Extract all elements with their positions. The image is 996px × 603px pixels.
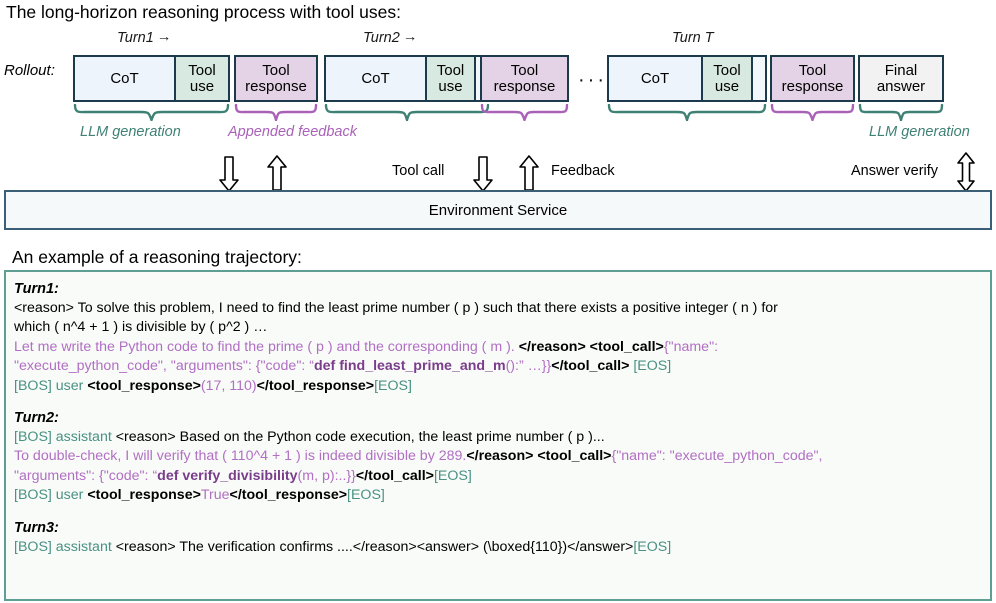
turn2-code-tail: (m, p):..}} [297, 467, 356, 484]
arrow-up-down-icon [956, 152, 976, 192]
turn2-code-fn-name: def verify_divisibility [157, 467, 298, 484]
arrow-label-answer-verify: Answer verify [851, 163, 939, 179]
arrow-up-icon-2 [518, 155, 540, 191]
page-title-process: The long-horizon reasoning process with … [6, 2, 401, 22]
turn1-json-open: {"name": [663, 338, 719, 355]
turn2-eos-token-1: [EOS] [433, 467, 472, 484]
turn1-reason-close-tag: </reason> <tool_call> [518, 338, 664, 355]
environment-service-bar: Environment Service [4, 190, 992, 230]
turn1-json-args: "execute_python_code", "arguments": {"co… [14, 358, 314, 375]
turn-label-2: Turn2→ [363, 29, 418, 46]
turn-label-1-text: Turn1 [117, 30, 154, 46]
spacer-1 [14, 396, 982, 408]
turn1-line-3: Let me write the Python code to find the… [14, 338, 982, 357]
sequence-box-generation-2: CoT Tool use [324, 55, 490, 102]
turn3-eos-token: [EOS] [633, 538, 672, 555]
turn3-bos-assistant-token: [BOS] assistant [14, 538, 116, 555]
cell-tool-response-1: Tool response [236, 57, 316, 100]
spacer-2 [14, 506, 982, 518]
turn1-heading: Turn1: [14, 281, 59, 297]
arrow-up-icon-1 [266, 155, 288, 191]
turn1-toolresponse-value: (17, 110) [200, 377, 257, 394]
turn2-toolresponse-open-tag: <tool_response> [87, 487, 201, 504]
turn1-line-1: <reason> To solve this problem, I need t… [14, 299, 982, 318]
turn3-answer-text: <reason> The verification confirms ....<… [115, 538, 634, 555]
turn-label-t-text: Turn T [672, 30, 714, 46]
sequence-box-tool-response-1: Tool response [234, 55, 318, 102]
turn1-eos-token-2: [EOS] [374, 377, 412, 394]
cell-tool-use-1: Tool use [174, 57, 228, 100]
turn2-json-open: {"name": "execute_python_code", [611, 448, 823, 465]
turn-label-1: Turn1→ [117, 29, 172, 46]
cell-final-answer: Final answer [860, 57, 942, 100]
brace-feedback-3 [770, 104, 855, 121]
turn1-code-tail: ():” …}} [505, 358, 552, 375]
turn1-line-4: "execute_python_code", "arguments": {"co… [14, 357, 982, 376]
turn1-bos-user-token: [BOS] user [14, 377, 88, 394]
turn2-reason-close-tag: </reason> <tool_call> [466, 448, 612, 465]
arrow-label-feedback: Feedback [551, 163, 615, 179]
turn2-line-2: To double-check, I will verify that ( 11… [14, 447, 982, 466]
turn1-reason-text-b: which ( n^4 + 1 ) is divisible by ( p^2 … [14, 319, 268, 336]
turn2-json-args: "arguments": {"code": “ [14, 467, 158, 484]
turn2-eos-token-2: [EOS] [347, 487, 385, 504]
cell-tool-response-2: Tool response [482, 57, 567, 100]
turn1-toolresponse-open-tag: <tool_response> [87, 377, 201, 394]
brace-label-llm-generation-right: LLM generation [869, 124, 970, 140]
cell-cot-1: CoT [75, 57, 174, 100]
arrow-down-icon-1 [218, 156, 240, 192]
turn1-line-2: which ( n^4 + 1 ) is divisible by ( p^2 … [14, 318, 982, 337]
sequence-box-tool-response-3: Tool response [770, 55, 855, 102]
turn2-heading: Turn2: [14, 410, 59, 427]
brace-feedback-1 [234, 104, 318, 121]
turn-label-2-text: Turn2 [363, 30, 400, 46]
turn-label-2-arrow-icon: → [402, 29, 418, 45]
sequence-box-generation-1: CoT Tool use [73, 55, 230, 102]
cell-tool-use-t: Tool use [701, 57, 751, 100]
turn1-line-5: [BOS] user <tool_response>(17, 110)</too… [14, 377, 982, 396]
turn-label-1-arrow-icon: → [156, 29, 172, 45]
rollout-label: Rollout: [4, 62, 55, 79]
turn1-purple-prose: Let me write the Python code to find the… [14, 338, 519, 355]
sequence-box-tool-response-2: Tool response [480, 55, 569, 102]
turn1-code-fn-name: def find_least_prime_and_m [313, 358, 506, 375]
brace-feedback-2 [480, 104, 569, 121]
brace-generation-t [607, 104, 767, 121]
turn2-toolcall-close-tag: </tool_call> [355, 467, 434, 484]
turn2-line-1: [BOS] assistant <reason> Based on the Py… [14, 428, 982, 447]
turn-label-t: Turn T [672, 30, 714, 46]
brace-final-answer [858, 104, 944, 121]
brace-generation-1 [73, 104, 230, 121]
turn2-line-3: "arguments": {"code": “def verify_divisi… [14, 467, 982, 486]
turn1-reason-text-a: <reason> To solve this problem, I need t… [14, 300, 778, 316]
trajectory-panel: Turn1: <reason> To solve this problem, I… [4, 270, 992, 601]
turn1-eos-token-1: [EOS] [633, 358, 672, 375]
turn2-line-4: [BOS] user <tool_response>True</tool_res… [14, 486, 982, 505]
page-title-example: An example of a reasoning trajectory: [12, 247, 302, 267]
environment-service-label: Environment Service [428, 201, 568, 219]
cell-cot-2: CoT [326, 57, 425, 100]
turn3-line-1: [BOS] assistant <reason> The verificatio… [14, 538, 982, 557]
turn2-purple-prose: To double-check, I will verify that ( 11… [14, 448, 467, 465]
cell-cot-t: CoT [609, 57, 701, 100]
turn1-toolresponse-close-tag: </tool_response> [256, 377, 375, 394]
turn1-toolcall-close-tag: </tool_call> [551, 358, 630, 375]
turn2-toolresponse-value: True [200, 487, 230, 504]
cell-tool-response-3: Tool response [772, 57, 853, 100]
turn2-bos-assistant-token: [BOS] assistant [14, 429, 116, 446]
cell-tail-t [751, 57, 765, 100]
turn3-heading: Turn3: [14, 519, 59, 536]
brace-generation-2 [324, 104, 490, 121]
ellipsis-icon: ··· [578, 69, 607, 91]
sequence-box-final-answer: Final answer [858, 55, 944, 102]
turn2-reason-text: <reason> Based on the Python code execut… [115, 429, 605, 446]
turn2-bos-user-token: [BOS] user [14, 487, 88, 504]
arrow-label-tool-call: Tool call [392, 163, 445, 179]
brace-label-llm-generation-left: LLM generation [80, 124, 181, 140]
brace-label-appended-feedback: Appended feedback [228, 124, 357, 140]
sequence-box-generation-t: CoT Tool use [607, 55, 767, 102]
arrow-down-icon-2 [472, 156, 494, 192]
cell-tool-use-2: Tool use [425, 57, 474, 100]
turn2-toolresponse-close-tag: </tool_response> [229, 487, 348, 504]
